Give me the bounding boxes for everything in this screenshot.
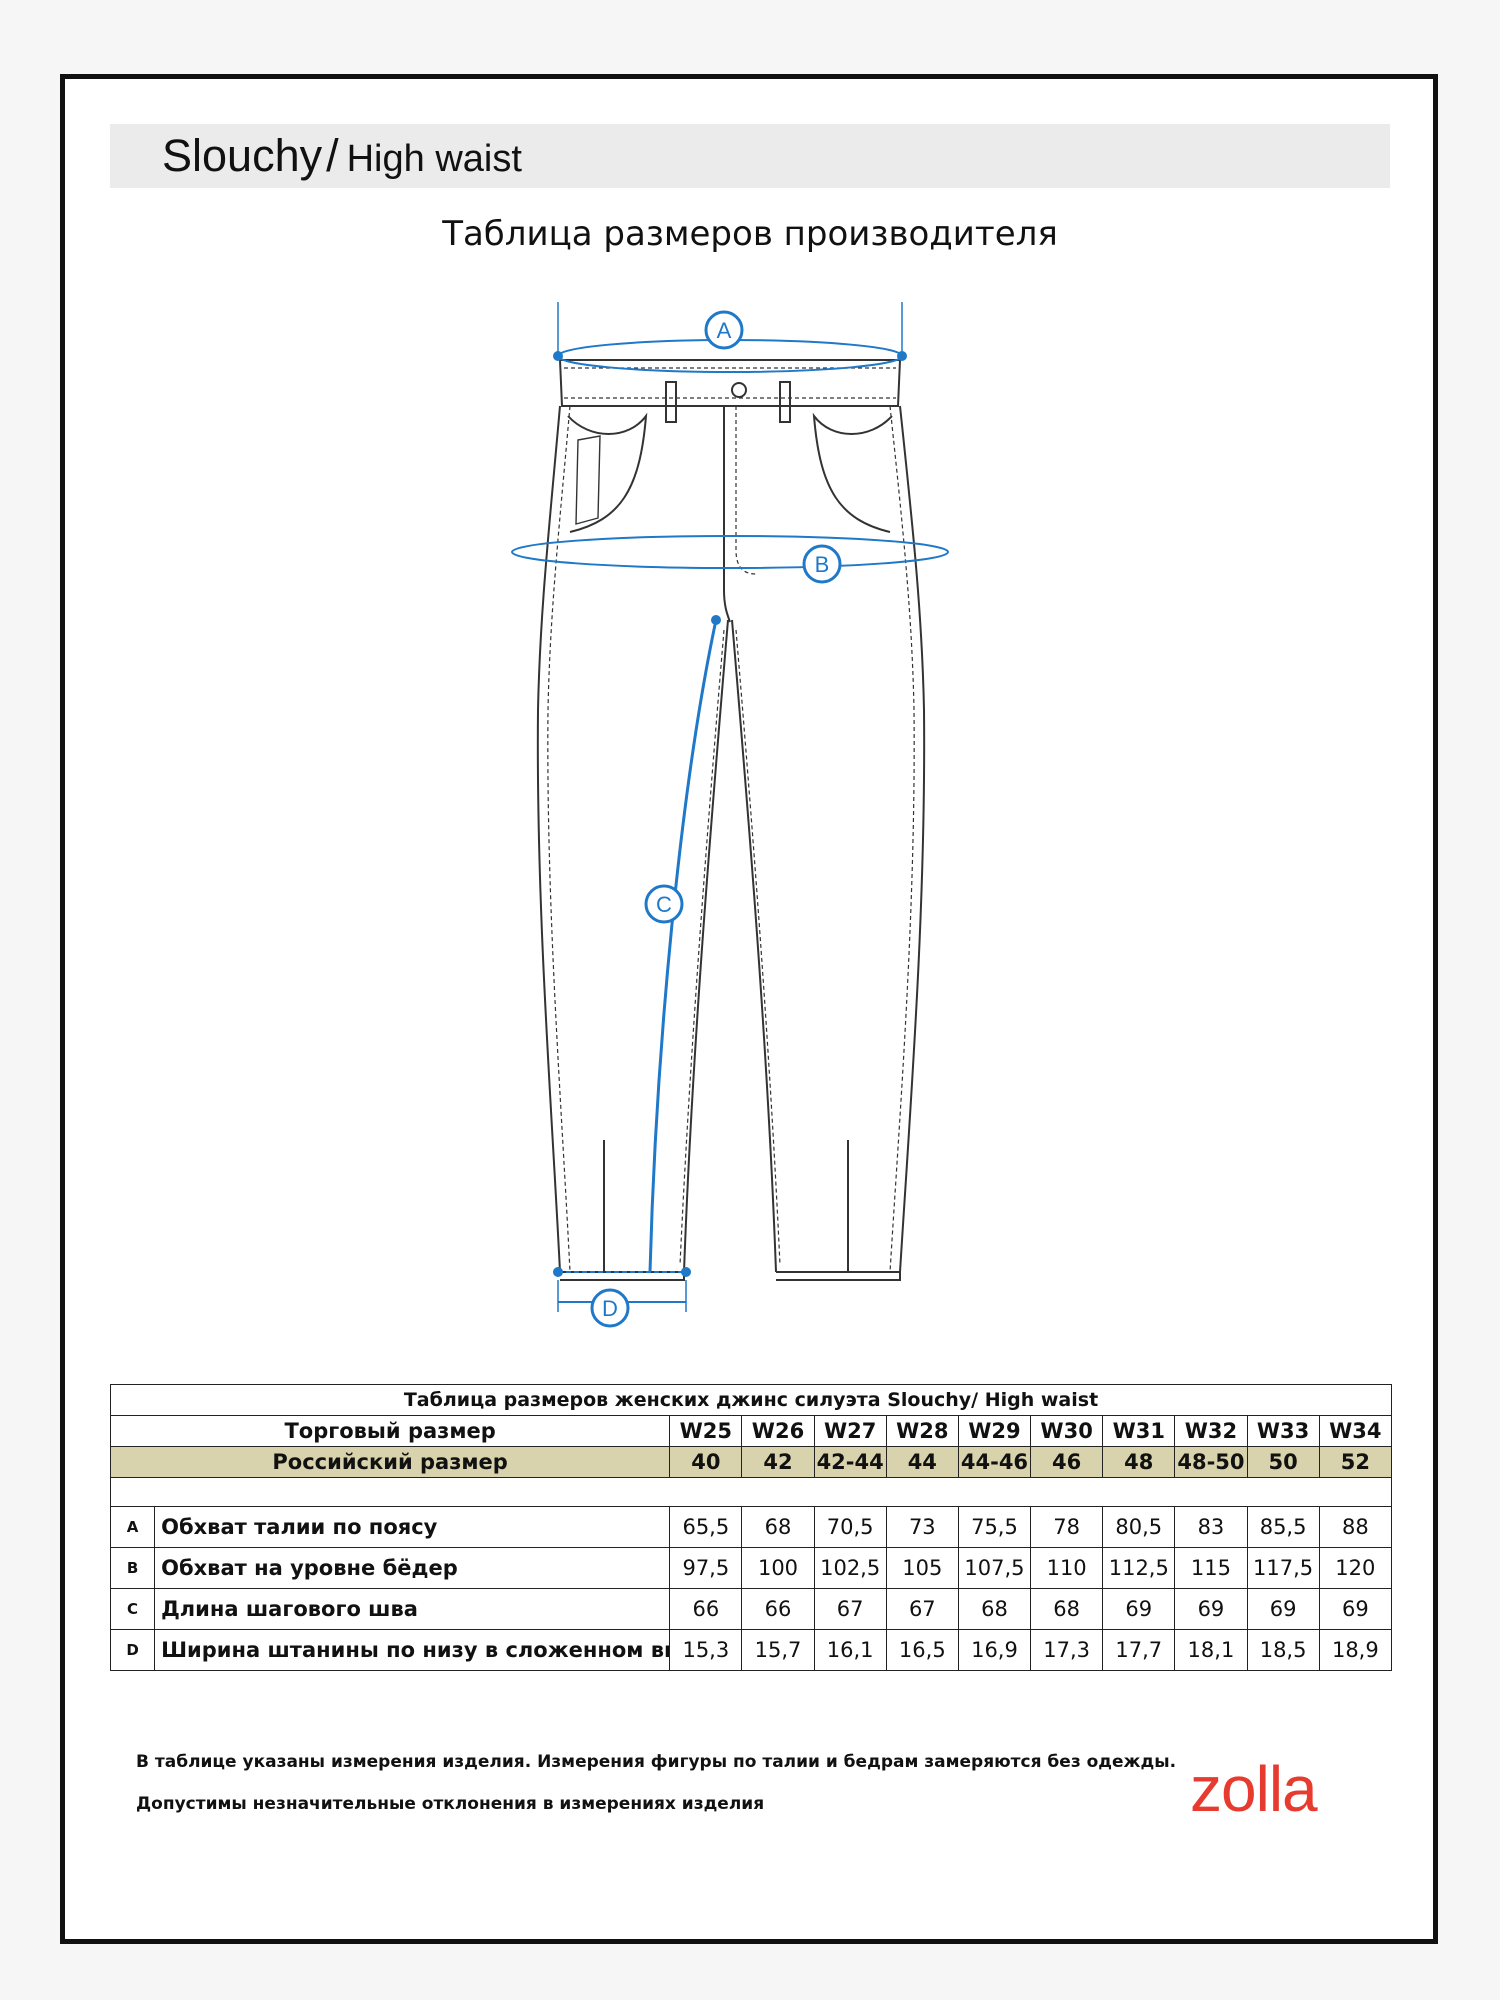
measurement-value: 66 [669, 1588, 743, 1630]
measurement-value: 16,9 [957, 1629, 1032, 1671]
measurement-row-a: A Обхват талии по поясу 65,5 68 70,5 73 … [109, 1506, 1393, 1548]
measurement-value: 69 [1174, 1588, 1248, 1630]
title-separator: / [326, 130, 339, 181]
trade-size: W29 [957, 1415, 1032, 1447]
model-name: Slouchy [162, 130, 323, 181]
trade-size-row: Торговый размер W25 W26 W27 W28 W29 W30 … [109, 1415, 1393, 1447]
measurement-name: Длина шагового шва [154, 1588, 671, 1630]
measurement-row-d: D Ширина штанины по низу в сложенном вид… [109, 1629, 1393, 1671]
note-tolerance: Допустимы незначительные отклонения в из… [136, 1794, 765, 1814]
russian-size: 48-50 [1174, 1446, 1248, 1478]
russian-size: 42 [741, 1446, 815, 1478]
measurement-name: Обхват на уровне бёдер [154, 1547, 671, 1589]
russian-size: 44 [885, 1446, 959, 1478]
measurement-value: 88 [1318, 1506, 1393, 1548]
russian-size-label: Российский размер [109, 1446, 671, 1478]
measurement-value: 120 [1318, 1547, 1393, 1589]
measurement-markers: A B C D [590, 310, 842, 1328]
measurement-value: 80,5 [1102, 1506, 1176, 1548]
measurement-code: C [109, 1588, 156, 1630]
product-title: Slouchy/High waist [162, 130, 522, 182]
measurement-value: 97,5 [669, 1547, 743, 1589]
measurement-value: 105 [885, 1547, 959, 1589]
measurement-value: 78 [1030, 1506, 1104, 1548]
trade-size: W33 [1246, 1415, 1320, 1447]
measurement-value: 115 [1174, 1547, 1248, 1589]
measurement-value: 100 [741, 1547, 815, 1589]
trade-size-label: Торговый размер [109, 1415, 671, 1447]
marker-a: A [717, 318, 732, 343]
measurement-value: 15,3 [669, 1629, 743, 1671]
trade-size: W34 [1318, 1415, 1393, 1447]
measurement-value: 17,3 [1030, 1629, 1104, 1671]
trade-size: W25 [669, 1415, 743, 1447]
measurement-value: 70,5 [813, 1506, 887, 1548]
russian-size: 44-46 [957, 1446, 1032, 1478]
measurement-value: 15,7 [741, 1629, 815, 1671]
spacer-row [110, 1477, 1392, 1507]
size-table: Таблица размеров женских джинс силуэта S… [109, 1384, 1393, 1671]
jeans-diagram: A B C D [511, 302, 949, 1328]
measurement-value: 107,5 [957, 1547, 1032, 1589]
note-measurements: В таблице указаны измерения изделия. Изм… [136, 1752, 1177, 1772]
measurement-value: 73 [885, 1506, 959, 1548]
measurement-value: 18,9 [1318, 1629, 1393, 1671]
measurement-value: 85,5 [1246, 1506, 1320, 1548]
measurement-value: 117,5 [1246, 1547, 1320, 1589]
measurement-name: Ширина штанины по низу в сложенном виде [154, 1629, 671, 1671]
trade-size: W27 [813, 1415, 887, 1447]
measurement-value: 69 [1246, 1588, 1320, 1630]
russian-size: 46 [1030, 1446, 1104, 1478]
measurement-row-c: C Длина шагового шва 66 66 67 67 68 68 6… [109, 1588, 1393, 1630]
trade-size: W31 [1102, 1415, 1176, 1447]
measurement-value: 67 [885, 1588, 959, 1630]
chart-heading: Таблица размеров производителя [442, 214, 1058, 254]
measurement-value: 66 [741, 1588, 815, 1630]
measurement-value: 68 [957, 1588, 1032, 1630]
russian-size-row: Российский размер 40 42 42-44 44 44-46 4… [109, 1446, 1393, 1478]
measurement-value: 69 [1102, 1588, 1176, 1630]
measurement-row-b: B Обхват на уровне бёдер 97,5 100 102,5 … [109, 1547, 1393, 1589]
measurement-value: 68 [1030, 1588, 1104, 1630]
measurement-code: D [109, 1629, 156, 1671]
jeans-outline [536, 359, 926, 1281]
measurement-name: Обхват талии по поясу [154, 1506, 671, 1548]
title-bar [110, 124, 1390, 188]
measurement-value: 112,5 [1102, 1547, 1176, 1589]
trade-size: W30 [1030, 1415, 1104, 1447]
marker-b: B [815, 552, 830, 577]
measurement-value: 16,5 [885, 1629, 959, 1671]
measurement-code: A [109, 1506, 156, 1548]
measurement-value: 18,5 [1246, 1629, 1320, 1671]
table-caption: Таблица размеров женских джинс силуэта S… [110, 1384, 1392, 1416]
measurement-value: 18,1 [1174, 1629, 1248, 1671]
trade-size: W32 [1174, 1415, 1248, 1447]
russian-size: 40 [669, 1446, 743, 1478]
measurement-value: 83 [1174, 1506, 1248, 1548]
trade-size: W28 [885, 1415, 959, 1447]
measurement-value: 110 [1030, 1547, 1104, 1589]
measurement-value: 69 [1318, 1588, 1393, 1630]
russian-size: 50 [1246, 1446, 1320, 1478]
measurement-value: 68 [741, 1506, 815, 1548]
trade-size: W26 [741, 1415, 815, 1447]
russian-size: 42-44 [813, 1446, 887, 1478]
russian-size: 48 [1102, 1446, 1176, 1478]
russian-size: 52 [1318, 1446, 1393, 1478]
measurement-code: B [109, 1547, 156, 1589]
measurement-value: 102,5 [813, 1547, 887, 1589]
measurement-value: 75,5 [957, 1506, 1032, 1548]
fit-name: High waist [346, 138, 522, 180]
zolla-logo: zolla [1190, 1753, 1318, 1825]
marker-d: D [602, 1296, 618, 1321]
measurement-value: 16,1 [813, 1629, 887, 1671]
marker-c: C [656, 892, 672, 917]
measurement-value: 17,7 [1102, 1629, 1176, 1671]
measurement-value: 67 [813, 1588, 887, 1630]
measurement-value: 65,5 [669, 1506, 743, 1548]
